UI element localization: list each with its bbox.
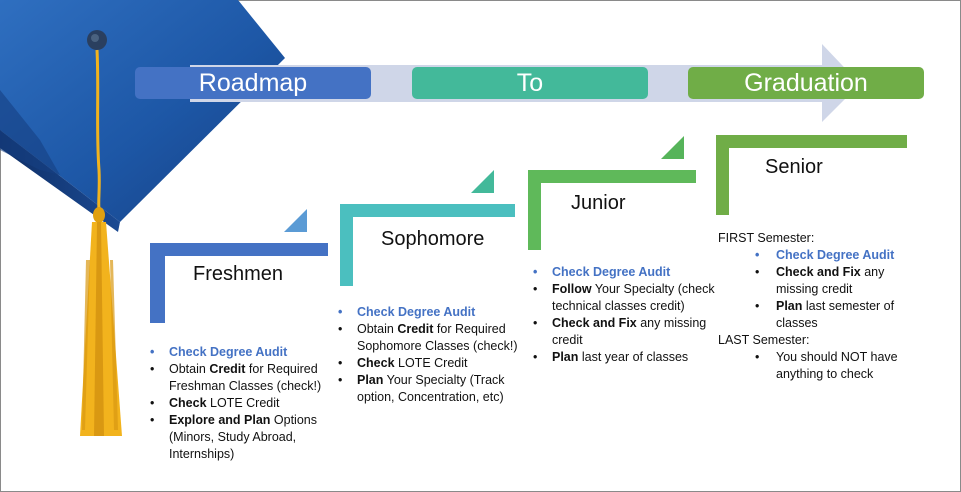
graduation-label: Graduation — [744, 69, 868, 97]
list-item: Check Degree Audit — [147, 344, 347, 361]
list-item: Check Degree Audit — [530, 264, 715, 281]
senior-label: Senior — [765, 156, 823, 178]
list-item: Plan last year of classes — [530, 349, 715, 366]
junior-step — [528, 136, 696, 250]
list-item: Check Degree Audit — [335, 304, 525, 321]
senior-checklist: FIRST Semester: Check Degree Audit Check… — [718, 230, 908, 383]
list-item: Check LOTE Credit — [147, 395, 347, 412]
sophomore-label: Sophomore — [381, 228, 485, 250]
list-item: Plan Your Specialty (Track option, Conce… — [335, 372, 525, 406]
graduation-pill: Graduation — [688, 67, 924, 99]
list-item: Obtain Credit for Required Freshman Clas… — [147, 361, 347, 395]
to-pill: To — [412, 67, 648, 99]
list-item: Check and Fix any missing credit — [530, 315, 715, 349]
list-item: Explore and Plan Options (Minors, Study … — [147, 412, 347, 463]
junior-checklist: Check Degree Audit Follow Your Specialty… — [530, 264, 715, 366]
list-item: Plan last semester of classes — [718, 298, 908, 332]
to-label: To — [516, 69, 544, 97]
junior-label: Junior — [571, 192, 626, 214]
first-semester-label: FIRST Semester: — [718, 231, 815, 245]
freshmen-step — [150, 209, 328, 323]
list-item: Check and Fix any missing credit — [718, 264, 908, 298]
sophomore-checklist: Check Degree Audit Obtain Credit for Req… — [335, 304, 525, 406]
senior-step — [716, 135, 907, 215]
list-item: Follow Your Specialty (check technical c… — [530, 281, 715, 315]
list-item: You should NOT have anything to check — [718, 349, 908, 383]
list-item: Check LOTE Credit — [335, 355, 525, 372]
list-item: Obtain Credit for Required Sophomore Cla… — [335, 321, 525, 355]
roadmap-pill: Roadmap — [135, 67, 371, 99]
graduation-cap-image — [0, 0, 285, 436]
list-item: Check Degree Audit — [718, 247, 908, 264]
freshmen-label: Freshmen — [193, 263, 284, 285]
sophomore-step — [340, 170, 515, 286]
roadmap-label: Roadmap — [198, 69, 308, 97]
last-semester-label: LAST Semester: — [718, 333, 810, 347]
freshmen-checklist: Check Degree Audit Obtain Credit for Req… — [147, 344, 347, 463]
